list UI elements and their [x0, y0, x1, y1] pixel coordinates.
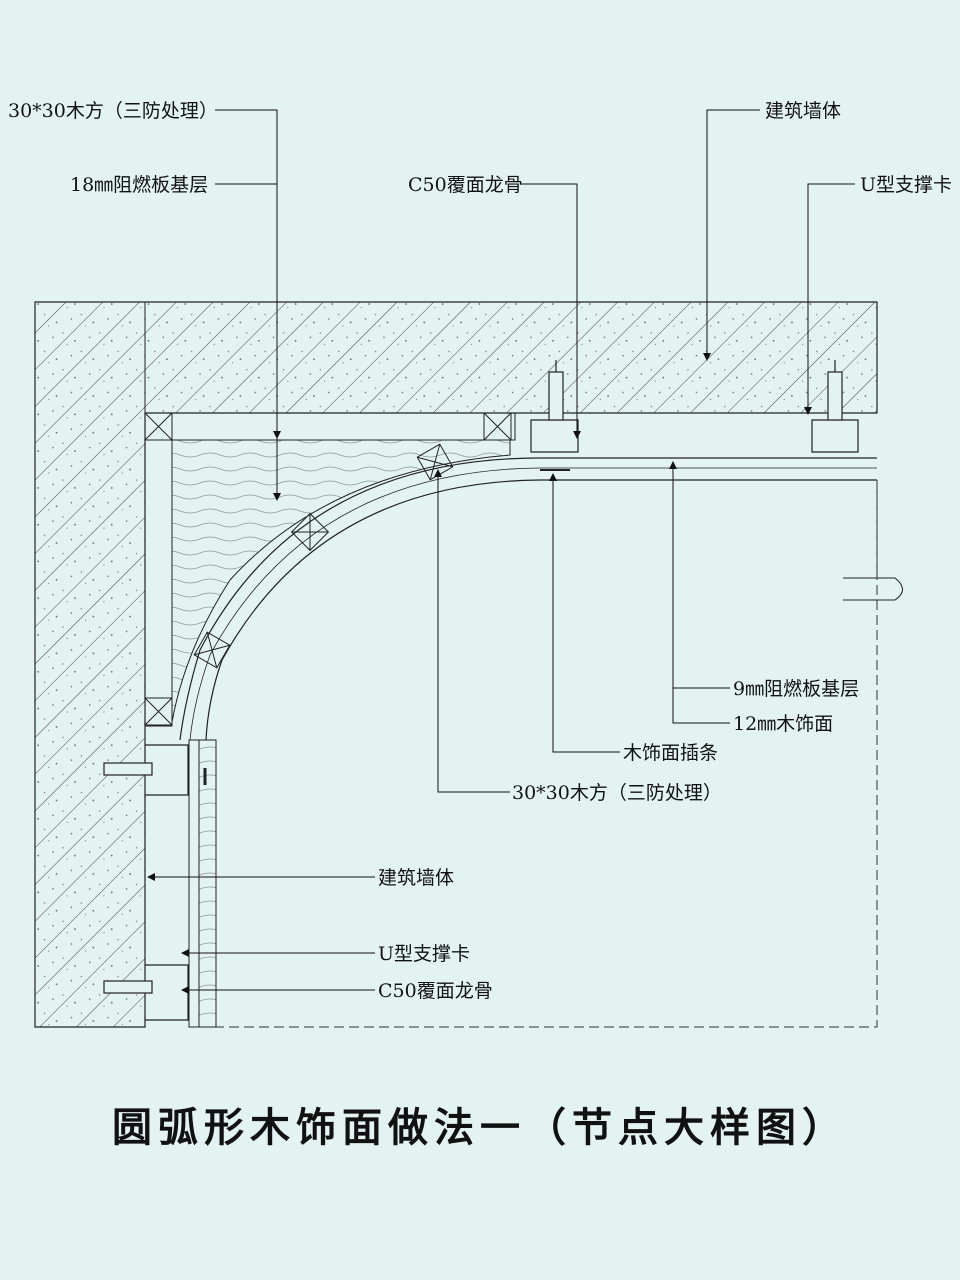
wood-batten-squares — [144, 412, 512, 726]
building-wall — [34, 301, 878, 1028]
cut-boundary — [216, 480, 878, 1028]
label-top-keel: C50覆面龙骨 — [408, 174, 523, 196]
label-bottom-wall: 建筑墙体 — [378, 867, 454, 889]
label-finish-12mm: 12㎜木饰面 — [733, 713, 833, 735]
label-mid-wood: 30*30木方（三防处理） — [512, 782, 722, 804]
label-bottom-ucard: U型支撑卡 — [378, 943, 470, 965]
ceiling-keels — [530, 360, 859, 471]
arc-panel-layers — [179, 457, 877, 741]
label-top-left-board: 18㎜阻燃板基层 — [70, 174, 208, 196]
label-board-9mm: 9㎜阻燃板基层 — [733, 678, 859, 700]
label-top-ucard: U型支撑卡 — [860, 174, 952, 196]
drawing-title: 圆弧形木饰面做法一（节点大样图） — [112, 1105, 848, 1151]
label-insert-strip: 木饰面插条 — [623, 742, 718, 764]
label-bottom-keel: C50覆面龙骨 — [378, 980, 493, 1002]
label-top-wall: 建筑墙体 — [765, 100, 841, 122]
wall-panel-layers — [188, 739, 217, 1028]
label-top-left-wood: 30*30木方（三防处理） — [8, 100, 218, 122]
wall-keels — [103, 744, 207, 1021]
wood-block-fill — [144, 412, 516, 727]
break-line — [843, 480, 903, 601]
leader-lines — [147, 109, 855, 994]
